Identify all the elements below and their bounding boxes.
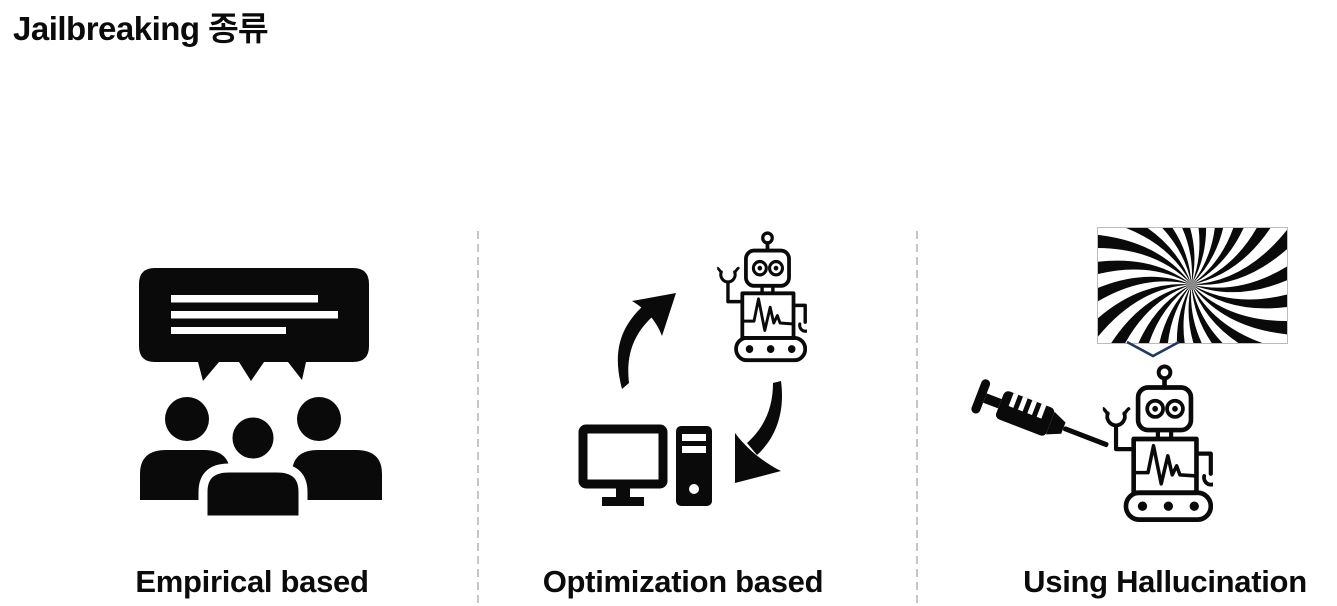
section-divider-1 xyxy=(477,231,479,606)
group-people-icon xyxy=(140,397,382,524)
section-divider-2 xyxy=(916,231,918,606)
section-label-hallucination: Using Hallucination xyxy=(1023,564,1307,599)
spiral-illusion-image xyxy=(1097,227,1288,344)
curved-arrow-down-icon xyxy=(735,381,782,483)
section-label-optimization: Optimization based xyxy=(542,564,824,599)
down-chevron-pointer-icon xyxy=(1126,340,1180,358)
spiral-swirl-graphic xyxy=(1098,228,1287,343)
curved-arrow-up-icon xyxy=(617,293,676,389)
section-label-empirical: Empirical based xyxy=(135,564,369,599)
desktop-computer-icon xyxy=(578,424,712,506)
syringe-icon xyxy=(971,379,1109,448)
speech-bubble-icon xyxy=(139,268,369,381)
robot-icon xyxy=(710,231,807,363)
page-title: Jailbreaking 종류 xyxy=(13,10,268,47)
audience-discussion-icon xyxy=(139,268,382,524)
